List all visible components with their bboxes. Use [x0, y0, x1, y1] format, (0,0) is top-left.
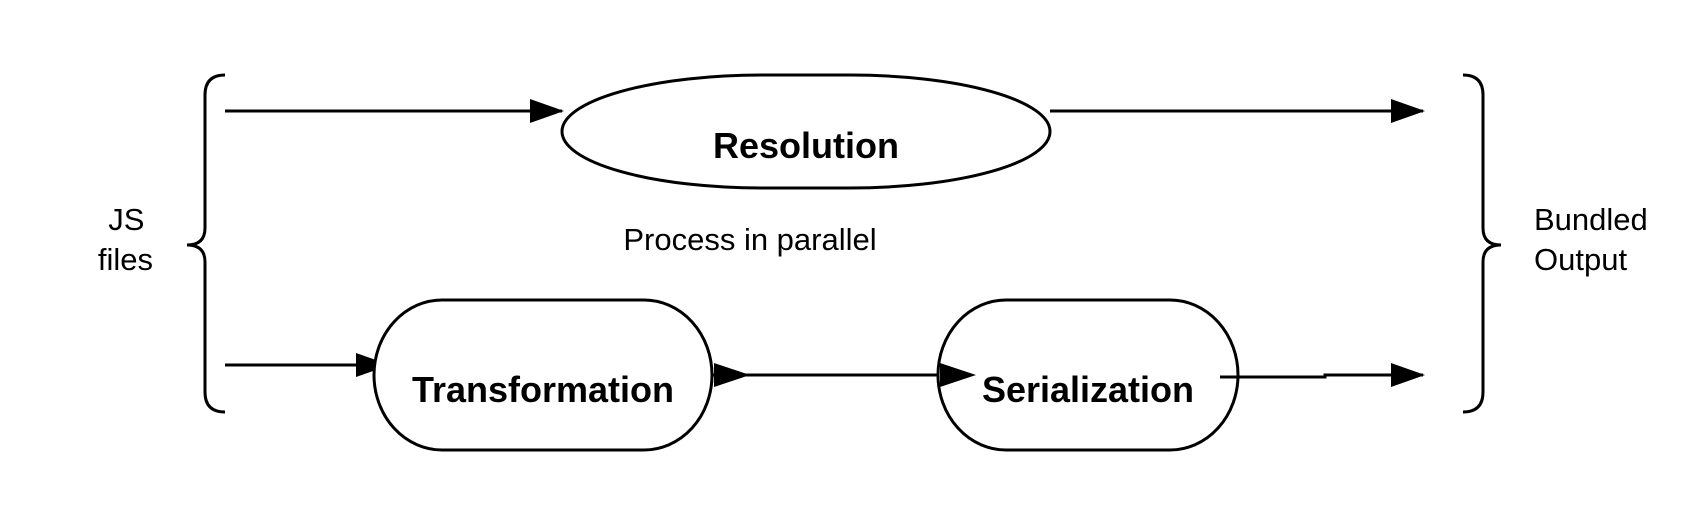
output-label-line2: Output	[1534, 242, 1627, 277]
input-label-line1: JS	[108, 202, 144, 237]
serialization-node: Serialization	[936, 298, 1240, 452]
output-label-line1: Bundled	[1534, 202, 1648, 237]
output-label: Bundled Output	[1534, 202, 1656, 277]
arrow-serialization-to-output	[1220, 363, 1425, 387]
transformation-output-arrowhead	[714, 363, 750, 387]
serialization-label: Serialization	[982, 369, 1194, 410]
input-label-line2: files	[98, 242, 153, 277]
transformation-node-shape	[372, 298, 714, 452]
parallel-annotation: Process in parallel	[623, 222, 876, 257]
resolution-node-shape	[560, 73, 1052, 190]
resolution-label: Resolution	[713, 125, 899, 166]
transformation-node: Transformation	[372, 298, 714, 452]
serialization-input-arrowhead	[940, 363, 976, 387]
output-brace	[1462, 73, 1502, 414]
resolution-node: Resolution	[560, 73, 1052, 190]
input-label: JS files	[98, 202, 153, 277]
serialization-node-shape	[936, 298, 1240, 452]
transformation-label: Transformation	[412, 369, 674, 410]
input-brace	[186, 73, 226, 414]
